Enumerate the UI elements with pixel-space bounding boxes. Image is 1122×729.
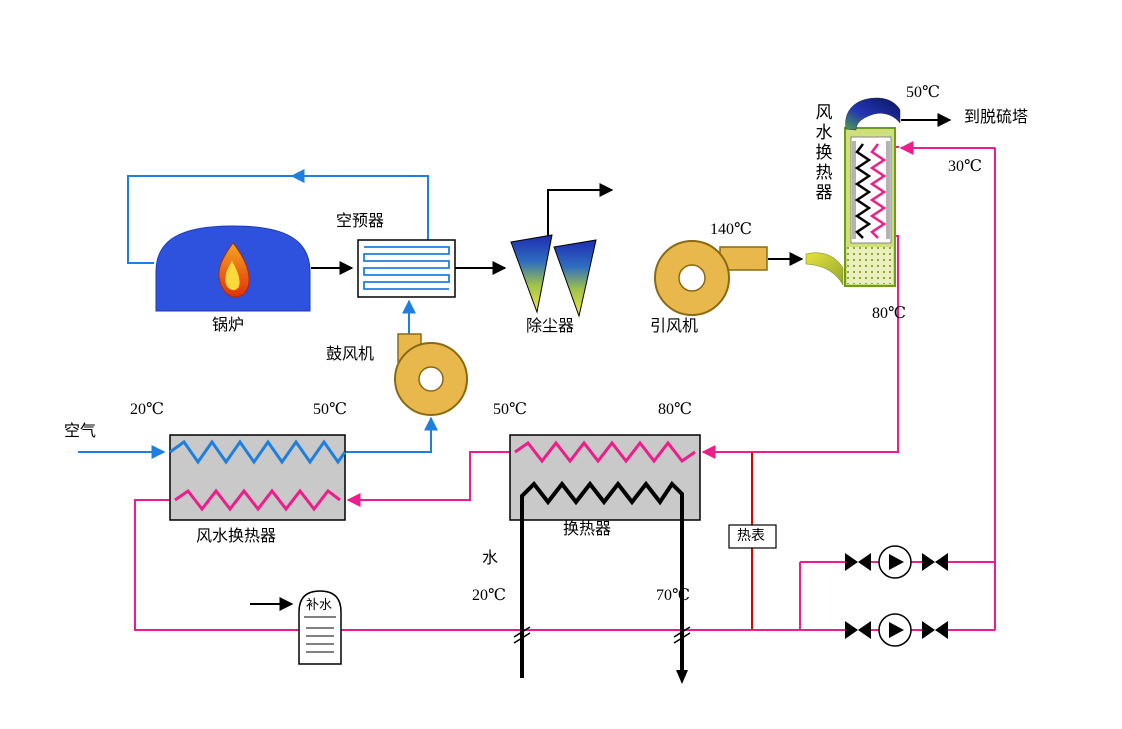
cooler-plate-right	[886, 141, 890, 239]
label-mid-exchanger: 换热器	[563, 521, 612, 538]
pipe-break-marks	[513, 626, 691, 644]
temp-mid-in-80: 80℃	[658, 401, 692, 418]
air-pipes	[78, 169, 438, 459]
valve-icon	[845, 621, 871, 639]
cooler-gas-coil	[854, 143, 872, 239]
makeup-tank-hatch	[304, 616, 336, 653]
boiler-shape	[155, 225, 311, 312]
air-preheater-coil	[363, 246, 450, 290]
flue-gas-ducts	[250, 113, 952, 611]
temp-water-in-20: 20℃	[472, 587, 506, 604]
pump-impeller-icon	[889, 622, 904, 638]
pump-row-1	[845, 545, 948, 579]
dust-collector-shape	[510, 234, 597, 318]
label-makeup-water: 补水	[306, 597, 333, 612]
idf-hub	[678, 264, 706, 292]
heat-meter-box	[728, 524, 777, 549]
hot-water-50c-line	[346, 451, 510, 507]
mid-exchanger-box	[509, 434, 701, 521]
label-air-inlet: 空气	[64, 423, 97, 440]
temp-stack-50: 50℃	[906, 84, 940, 101]
label-induced-fan: 引风机	[650, 318, 699, 335]
label-boiler: 锅炉	[212, 317, 245, 334]
flue-outlet-curl	[845, 97, 901, 131]
cold-water-path	[520, 480, 684, 678]
hot-air-recirc-arrow	[290, 169, 429, 240]
hot-water-bottom-line	[134, 499, 845, 631]
valve-icon	[922, 621, 948, 639]
air-preheater-shape	[357, 239, 456, 298]
temp-cooler-out-80: 80℃	[872, 305, 906, 322]
pump-row-2	[845, 613, 948, 647]
dust-to-fan-duct	[547, 183, 614, 237]
flame-core-icon	[225, 261, 240, 291]
pump-impeller-icon	[889, 554, 904, 570]
valve-icon	[922, 553, 948, 571]
cooler-water-coil	[869, 143, 887, 239]
label-dust-collector: 除尘器	[526, 318, 575, 335]
cold-water-line	[513, 480, 691, 684]
induced-fan-shape	[654, 240, 768, 316]
hot-air-recirc-line	[127, 175, 292, 264]
temp-air-in-20: 20℃	[130, 401, 164, 418]
cooler-speckle	[847, 247, 893, 284]
temp-return-30: 30℃	[948, 158, 982, 175]
label-water: 水	[482, 550, 499, 567]
forced-fan-shape	[394, 333, 468, 416]
label-to-desulfurization: 到脱硫塔	[964, 109, 1029, 126]
temp-water-out-70: 70℃	[656, 587, 690, 604]
label-heat-meter: 热表	[737, 529, 765, 544]
temp-mid-out-50: 50℃	[493, 401, 527, 418]
cooler-plate-left	[852, 141, 856, 239]
flue-gas-cooler-shape	[805, 97, 901, 287]
mid-exchanger-hot-coil	[514, 440, 696, 464]
label-forced-fan: 鼓风机	[326, 346, 375, 363]
temp-flue-140: 140℃	[710, 221, 752, 238]
left-exchanger-air-coil	[169, 439, 347, 465]
dust-hopper-2	[553, 239, 597, 318]
air-to-fdf-line	[345, 416, 438, 453]
left-exchanger-water-coil	[174, 488, 341, 512]
label-left-exchanger: 风水换热器	[196, 528, 277, 545]
dust-hopper-1	[510, 234, 553, 314]
makeup-tank-shape	[298, 590, 342, 665]
cooler-core	[850, 136, 892, 244]
temp-air-out-50: 50℃	[313, 401, 347, 418]
label-flue-gas-cooler: 风水换热器	[812, 103, 832, 203]
valve-icon	[845, 553, 871, 571]
flue-inlet-curl	[805, 252, 844, 286]
water-outlet-arrow	[676, 670, 688, 684]
fdf-hub	[418, 366, 444, 392]
label-air-preheater: 空预器	[336, 213, 385, 230]
